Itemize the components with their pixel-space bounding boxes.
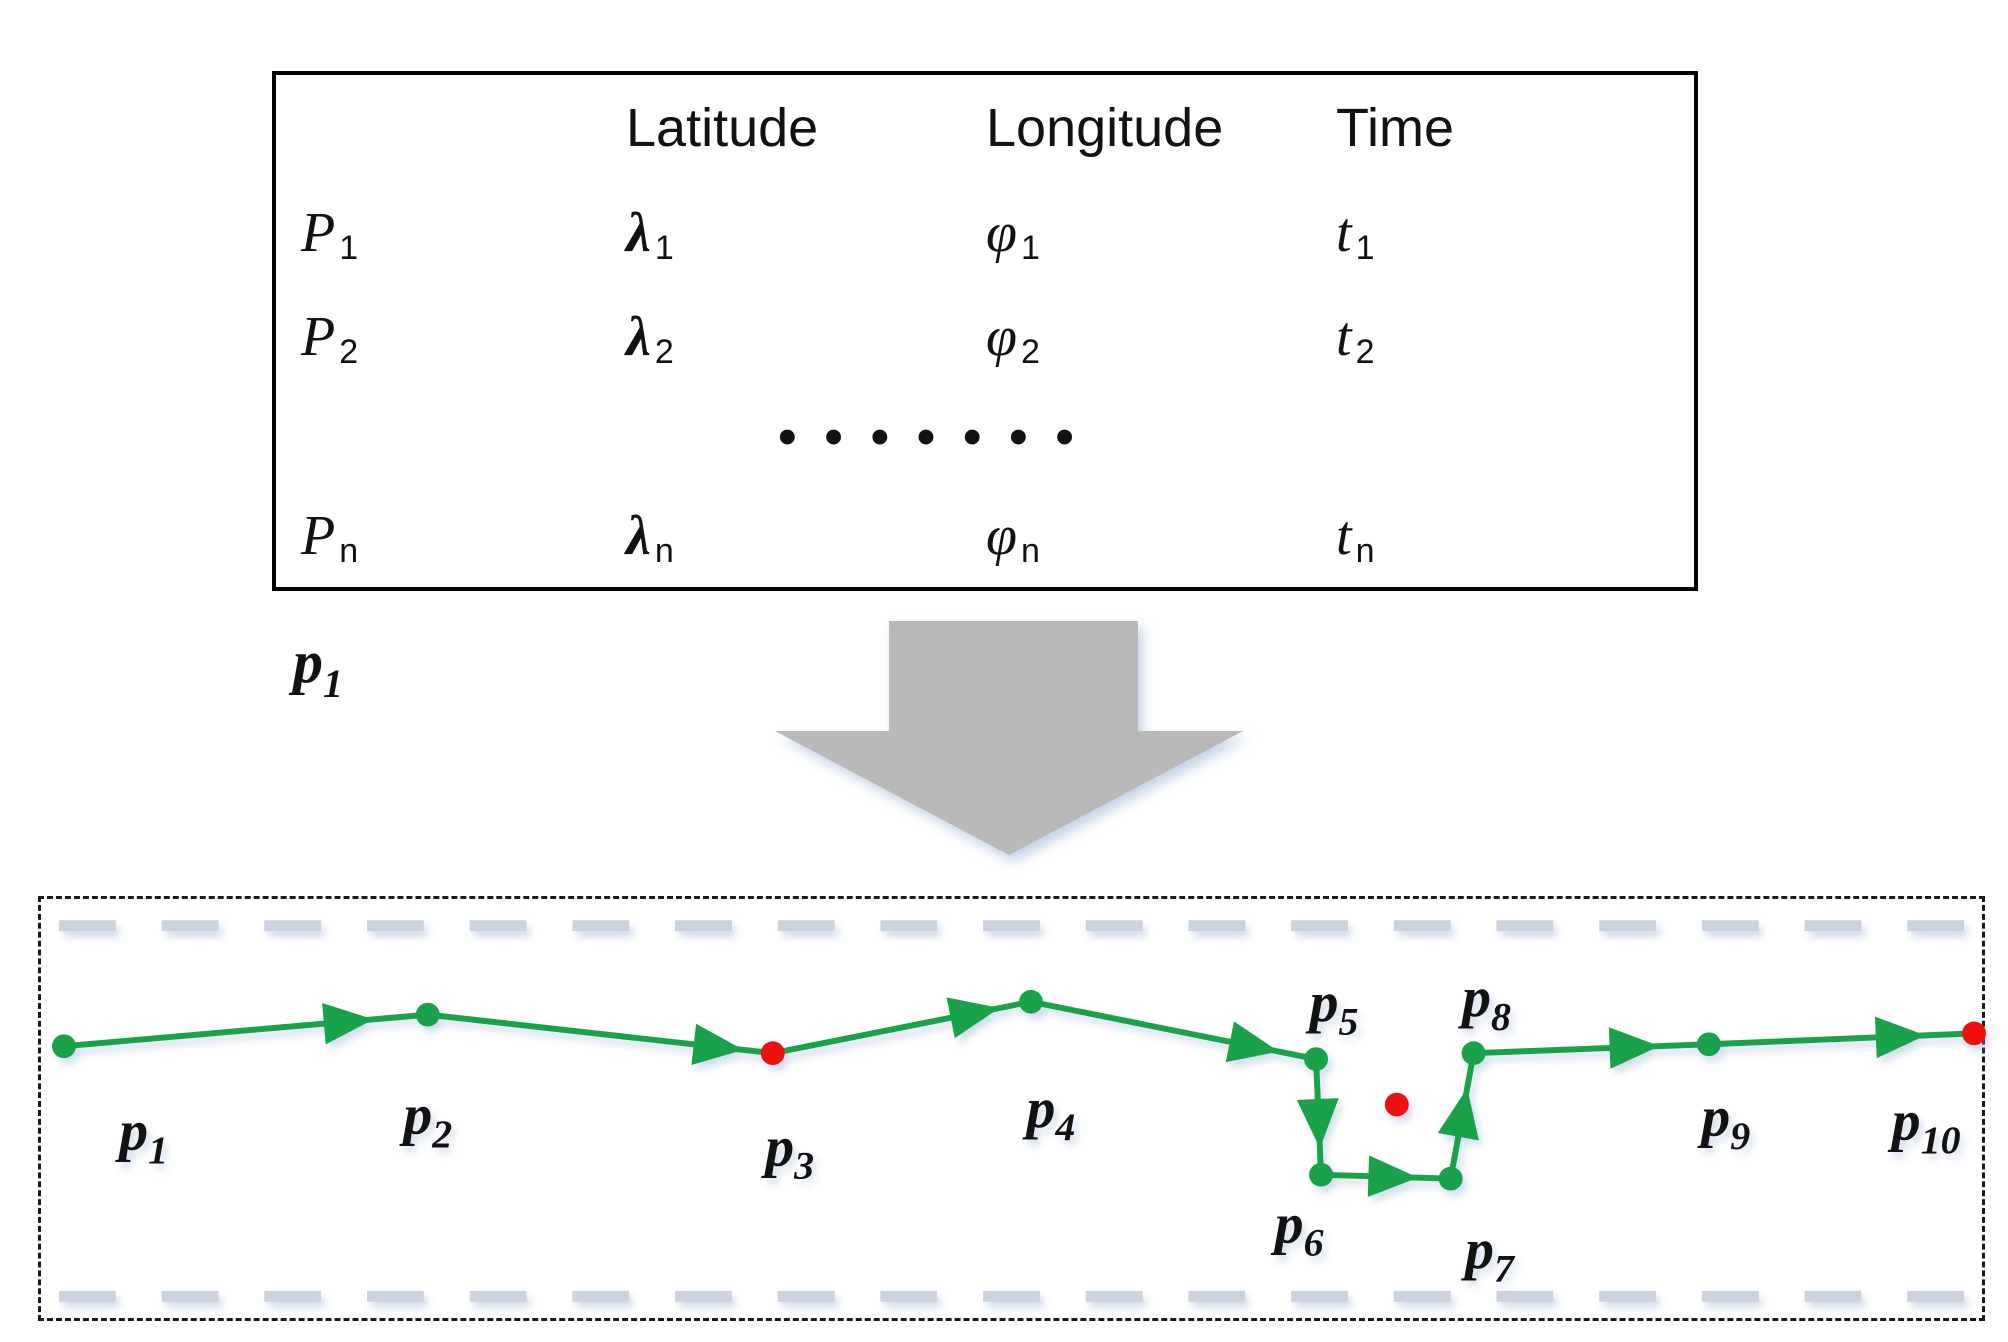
symbol-lambda: λ xyxy=(626,202,651,264)
symbol-phi: φ xyxy=(986,505,1017,567)
symbol-t: t xyxy=(1336,202,1352,264)
stay-point xyxy=(1384,1092,1409,1117)
subscript: 2 xyxy=(654,332,674,371)
symbol-P: P xyxy=(301,505,336,567)
arrowhead-icon xyxy=(1296,1098,1339,1149)
symbol-phi: φ xyxy=(986,306,1017,368)
point-label-p9: p9 xyxy=(1696,1086,1750,1158)
arrowhead-icon xyxy=(1875,1016,1926,1059)
annotation-base: p xyxy=(293,629,323,695)
trajectory-plot: p1 p2 p3 p4 p5 p6 p7 p8 p9 p10 xyxy=(51,920,1986,1302)
point-label-p3: p3 xyxy=(760,1116,814,1188)
annotation-subscript: 1 xyxy=(323,661,343,706)
trajectory-point-p8 xyxy=(1461,1041,1486,1066)
down-arrow-shape xyxy=(775,621,1243,855)
symbol-lambda: λ xyxy=(626,505,651,567)
point-label-p1: p1 xyxy=(114,1100,168,1172)
subscript: 2 xyxy=(339,332,359,371)
arrowhead-icon xyxy=(1608,1027,1660,1069)
point-label-p6: p6 xyxy=(1270,1193,1324,1265)
trajectory-point-p10 xyxy=(1962,1021,1986,1046)
point-label-p10: p10 xyxy=(1887,1090,1961,1162)
point-label-p4: p4 xyxy=(1021,1077,1075,1149)
arrowhead-icon xyxy=(1225,1021,1279,1063)
subscript: n xyxy=(339,531,359,570)
point-label-p2: p2 xyxy=(398,1084,452,1156)
symbol-P: P xyxy=(301,306,336,368)
arrowhead-icon xyxy=(1367,1155,1419,1197)
header-label: Time xyxy=(1336,98,1454,158)
arrowhead-icon xyxy=(322,1002,374,1045)
point-label-p5: p5 xyxy=(1305,972,1359,1044)
trajectory-point-p3 xyxy=(760,1041,785,1066)
col-header-latitude: Latitude xyxy=(560,75,900,181)
trajectory-point-p6 xyxy=(1309,1162,1334,1187)
subscript: n xyxy=(1020,531,1040,570)
point-label-p8: p8 xyxy=(1457,967,1511,1039)
subscript: n xyxy=(1355,531,1375,570)
subscript: 2 xyxy=(1020,332,1040,371)
point-label-p7: p7 xyxy=(1460,1219,1516,1291)
table-ellipsis: ••••••• xyxy=(778,408,1102,466)
trajectory-point-p9 xyxy=(1696,1032,1721,1057)
symbol-P: P xyxy=(301,202,336,264)
trajectory-point-p2 xyxy=(415,1002,440,1027)
trajectory-canvas: p1 p2 p3 p4 p5 p6 p7 p8 p9 p10 xyxy=(38,896,1986,1321)
symbol-t: t xyxy=(1336,306,1352,368)
trajectory-point-p5 xyxy=(1304,1047,1329,1071)
arrowhead-icon xyxy=(946,997,1000,1039)
subscript: 2 xyxy=(1355,332,1375,371)
symbol-phi: φ xyxy=(986,202,1017,264)
down-arrow-icon xyxy=(775,621,1243,855)
subscript: 1 xyxy=(1355,228,1375,267)
trajectory-segment-p9-p10 xyxy=(1708,1030,1975,1048)
arrowhead-icon xyxy=(691,1023,744,1065)
trajectory-point-p4 xyxy=(1018,989,1043,1014)
trajectory-segment-p8-p9 xyxy=(1473,1041,1709,1057)
arrowhead-icon xyxy=(1437,1088,1479,1141)
trajectory-point-p1 xyxy=(51,1034,76,1059)
header-label: Longitude xyxy=(986,98,1224,158)
subscript: 1 xyxy=(654,228,674,267)
symbol-lambda: λ xyxy=(626,306,651,368)
symbol-t: t xyxy=(1336,505,1352,567)
col-header-empty xyxy=(276,75,560,181)
header-label: Latitude xyxy=(626,98,819,158)
subscript: 1 xyxy=(339,228,359,267)
subscript: n xyxy=(654,531,674,570)
trajectory-point-p7 xyxy=(1438,1166,1463,1191)
subscript: 1 xyxy=(1020,228,1040,267)
p1-annotation: p1 xyxy=(293,628,343,706)
col-header-longitude: Longitude xyxy=(900,75,1250,181)
col-header-time: Time xyxy=(1250,75,1694,181)
